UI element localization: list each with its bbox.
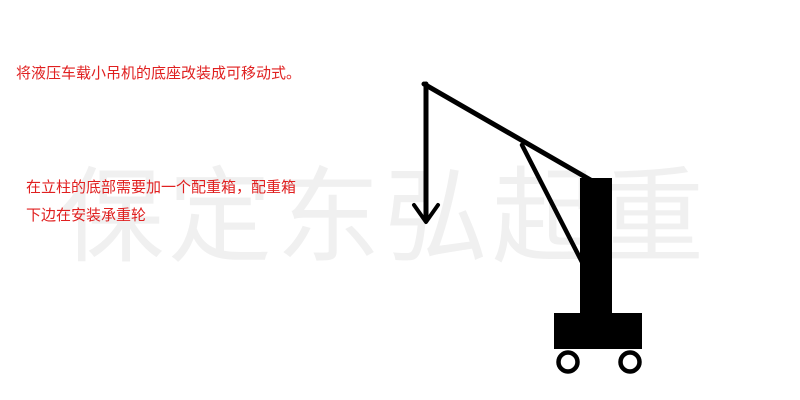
caption-counterweight-line-1: 在立柱的底部需要加一个配重箱，配重箱 — [26, 178, 297, 196]
load-wheel-left — [556, 350, 580, 374]
load-wheel-right — [618, 350, 642, 374]
caption-counterweight-line-2: 下边在安装承重轮 — [26, 206, 147, 224]
support-brace — [519, 142, 586, 267]
crane-column — [580, 178, 612, 316]
crane-boom — [421, 81, 597, 185]
counterweight-box — [554, 313, 642, 349]
caption-base-conversion: 将液压车载小吊机的底座改装成可移动式。 — [16, 64, 302, 82]
hook-arrow-icon — [412, 203, 440, 224]
